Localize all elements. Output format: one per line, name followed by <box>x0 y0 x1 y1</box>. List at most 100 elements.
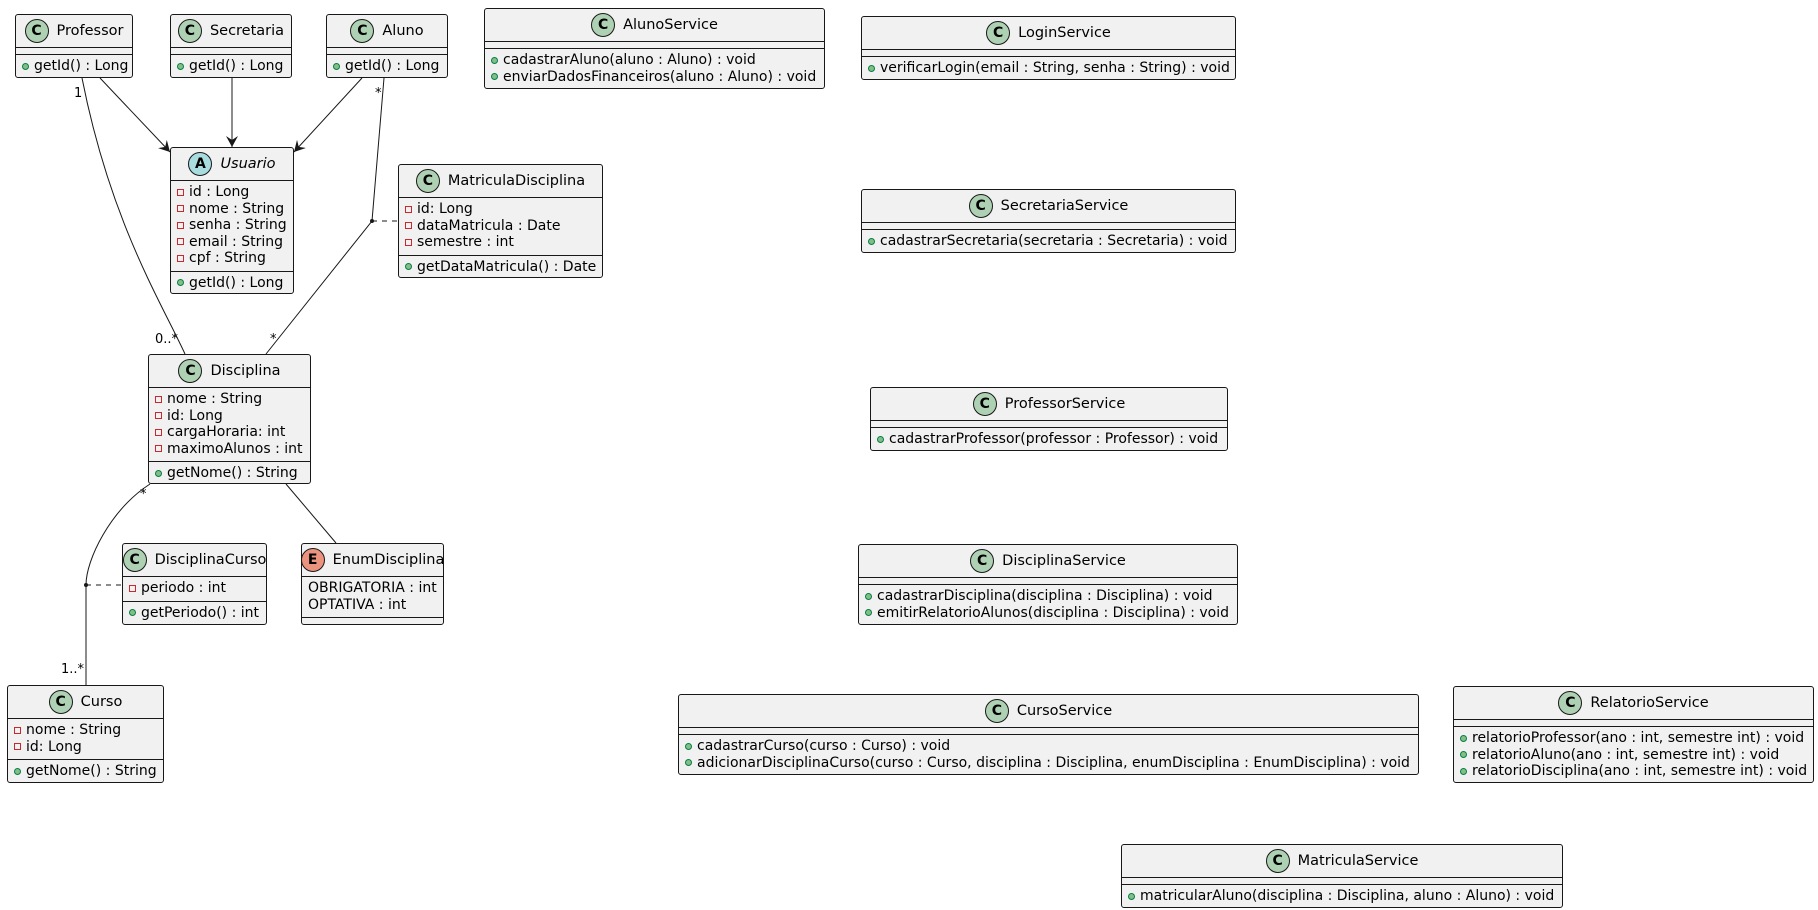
class-icon: C <box>122 548 147 572</box>
class-icon: C <box>1265 849 1290 873</box>
mult-professor: 1 <box>74 86 83 101</box>
public-icon <box>129 609 136 617</box>
private-icon <box>177 238 184 246</box>
class-icon: C <box>968 194 993 218</box>
private-icon <box>14 743 21 751</box>
class-usuario[interactable]: A Usuario id : Long nome : String senha :… <box>170 147 294 294</box>
class-name: DisciplinaCurso <box>154 551 267 568</box>
class-icon: C <box>415 169 440 193</box>
mult-curso: 1..* <box>61 662 85 677</box>
public-icon <box>1128 892 1135 900</box>
field-row: nome : String <box>155 391 304 408</box>
field-row: id: Long <box>405 201 596 218</box>
field-row: id: Long <box>155 408 304 425</box>
public-icon <box>865 609 872 617</box>
method-row: matricularAluno(disciplina : Disciplina,… <box>1128 888 1556 905</box>
private-icon <box>155 395 162 403</box>
field-row: nome : String <box>14 722 157 739</box>
public-icon <box>14 767 21 775</box>
method-row: getId() : Long <box>22 58 128 75</box>
public-icon <box>1460 751 1467 759</box>
method-row: getId() : Long <box>177 275 287 292</box>
field-row: cpf : String <box>177 250 287 267</box>
edge-professor-disciplina <box>81 77 186 355</box>
public-icon <box>491 73 498 81</box>
class-name: RelatorioService <box>1590 694 1709 711</box>
class-name: ProfessorService <box>1004 395 1126 412</box>
mult-professor-disciplina: 0..* <box>155 332 179 347</box>
class-name: Curso <box>80 693 123 710</box>
field-row: email : String <box>177 234 287 251</box>
abstract-icon: A <box>188 152 213 176</box>
method-row: relatorioAluno(ano : int, semestre int) … <box>1460 747 1807 764</box>
class-matricula-service[interactable]: C MatriculaService matricularAluno(discip… <box>1121 844 1563 908</box>
method-row: enviarDadosFinanceiros(aluno : Aluno) : … <box>491 69 818 86</box>
class-name: DisciplinaService <box>1002 552 1126 569</box>
method-row: cadastrarAluno(aluno : Aluno) : void <box>491 52 818 69</box>
method-row: getPeriodo() : int <box>129 605 260 622</box>
method-row: adicionarDisciplinaCurso(curso : Curso, … <box>685 755 1412 772</box>
class-icon: C <box>24 19 49 43</box>
field-row: semestre : int <box>405 234 596 251</box>
class-name: Usuario <box>220 155 276 172</box>
private-icon <box>155 428 162 436</box>
public-icon <box>177 62 184 70</box>
enum-value: OPTATIVA : int <box>308 596 407 613</box>
assoc-dot-disciplinacurso <box>84 583 88 587</box>
class-name: AlunoService <box>623 16 718 33</box>
private-icon <box>155 445 162 453</box>
private-icon <box>155 412 162 420</box>
class-name: MatriculaDisciplina <box>447 172 586 189</box>
public-icon <box>685 742 692 750</box>
public-icon <box>333 62 340 70</box>
public-icon <box>868 64 875 72</box>
public-icon <box>1460 767 1467 775</box>
public-icon <box>405 263 412 271</box>
field-row: nome : String <box>177 201 287 218</box>
method-row: getId() : Long <box>333 58 441 75</box>
method-row: cadastrarSecretaria(secretaria : Secreta… <box>868 233 1229 250</box>
class-name: CursoService <box>1016 702 1113 719</box>
method-row: getNome() : String <box>14 763 157 780</box>
enum-icon: E <box>300 548 325 572</box>
field-row: senha : String <box>177 217 287 234</box>
assoc-dot-matricula <box>370 219 374 223</box>
field-row: maximoAlunos : int <box>155 441 304 458</box>
enum-value: OBRIGATORIA : int <box>308 580 437 596</box>
class-name: MatriculaService <box>1297 852 1419 869</box>
method-row: getDataMatricula() : Date <box>405 259 596 276</box>
mult-aluno: * <box>375 86 382 101</box>
public-icon <box>865 592 872 600</box>
class-name: Secretaria <box>209 22 285 39</box>
edge-professor-usuario <box>99 77 171 153</box>
class-icon: C <box>972 392 997 416</box>
field-row: id : Long <box>177 184 287 201</box>
class-name: Professor <box>56 22 124 39</box>
public-icon <box>155 469 162 477</box>
method-row: emitirRelatorioAlunos(disciplina : Disci… <box>865 605 1231 622</box>
field-row: cargaHoraria: int <box>155 424 304 441</box>
field-row: id: Long <box>14 739 157 756</box>
method-row: getNome() : String <box>155 465 304 482</box>
class-professor[interactable]: C Professor getId() : Long <box>15 14 133 78</box>
private-icon <box>405 238 412 246</box>
class-icon: C <box>986 21 1011 45</box>
class-icon: C <box>970 549 995 573</box>
edge-disciplina-enum <box>285 483 337 544</box>
class-icon: C <box>177 19 202 43</box>
class-icon: C <box>1558 691 1583 715</box>
